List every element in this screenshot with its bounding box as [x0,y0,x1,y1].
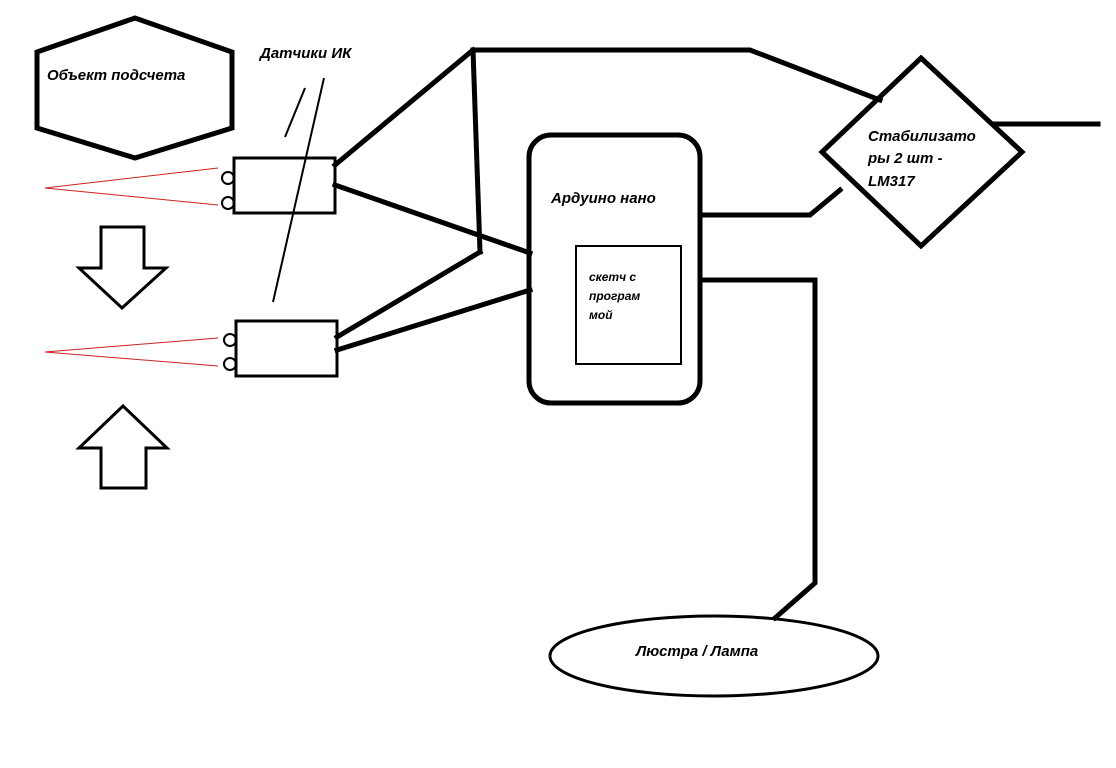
sketch-label: скетч с програм мой [589,270,644,322]
arrow-up-icon [75,403,171,490]
ir-sensor-top-emitter [221,171,235,185]
wire-sensor-bottom-signal-to-arduino [333,286,534,354]
ir-beam-top-upper [44,167,219,189]
sensor-leader-short [284,87,306,138]
sketch-box [575,245,682,365]
ir-sensor-top-body [232,156,337,215]
ir-sensor-top [44,156,337,215]
wire-power-to-stabilizer [470,47,884,104]
sketch-label-line-3: мой [589,308,613,322]
object-label: Объект подсчета [47,67,185,84]
ir-beam-bottom-lower [44,351,219,367]
stabilizer-label-line-3: LM317 [868,173,915,190]
ir-sensor-bottom-emitter [223,333,237,347]
ir-beam-bottom-upper [44,337,219,353]
wire-sensor-top-to-power [331,46,477,169]
wire-power-bus-to-sensor-bottom [333,248,484,341]
stabilizers: Стабилизато ры 2 шт - LM317 [818,54,1026,250]
sketch-label-line-1: скетч с [589,270,636,284]
arduino-nano-label: Ардуино нано [550,190,656,207]
wire-sensor-top-signal-to-arduino [331,181,534,257]
arduino-nano-body [526,132,703,406]
object-hexagon-shape [34,15,235,161]
arrow-down-icon [75,225,170,311]
sensor-leader-long [272,77,325,303]
stabilizer-label-line-2: ры 2 шт - [867,150,943,167]
counted-object: Объект подсчета [34,15,235,161]
wire-arduino-to-lamp [697,277,818,622]
ir-sensor-top-receiver [221,196,235,210]
ir-beam-top-lower [44,187,219,206]
stabilizer-diamond [818,54,1026,250]
arduino-nano: Ардуино нано скетч с програм мой [526,132,703,406]
lamp-ellipse [548,614,880,698]
lamp-label: Люстра / Лампа [635,643,758,660]
wire-power-bus-vertical [470,47,483,255]
stabilizer-label-line-1: Стабилизато [868,128,976,145]
lamp: Люстра / Лампа [548,614,880,698]
ir-sensor-bottom [44,319,339,378]
ir-sensor-bottom-receiver [223,357,237,371]
wire-arduino-to-stabilizer [697,186,844,218]
sensors-label: Датчики ИК [258,45,353,62]
ir-sensor-bottom-body [234,319,339,378]
sketch-label-line-2: програм [589,289,640,303]
wiring [331,46,1101,622]
stabilizer-label: Стабилизато ры 2 шт - LM317 [867,128,980,190]
